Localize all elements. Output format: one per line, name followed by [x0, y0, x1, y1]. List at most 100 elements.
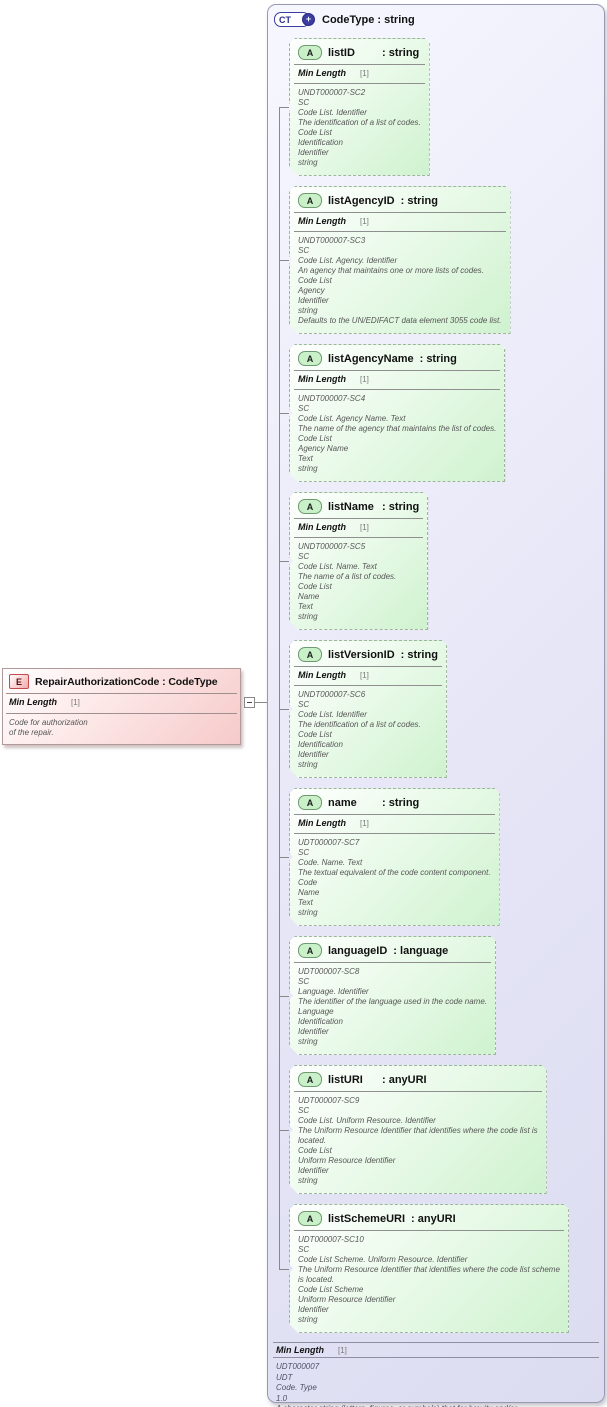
separator: [294, 1091, 542, 1092]
attribute-name: listSchemeURI: [328, 1212, 406, 1225]
attribute-type: : language: [393, 944, 449, 957]
facet-name: Min Length: [298, 68, 346, 78]
annotation-line: Code List. Agency. Identifier: [298, 256, 398, 265]
annotation-line: UDT000007-SC8: [298, 967, 360, 976]
annotation-line: Code List: [298, 434, 332, 443]
annotation-line: UDT000007-SC7: [298, 838, 360, 847]
annotation-line: UNDT000007-SC3: [298, 236, 366, 245]
annotation-line: string: [298, 306, 318, 315]
annotation-line: Text: [298, 454, 313, 463]
annotation-line: Identifier: [298, 296, 329, 305]
attribute-facet-row: Min Length[1]: [298, 371, 496, 386]
complextype-title: CodeType : string: [322, 13, 415, 26]
attribute-type: : string: [382, 46, 420, 59]
annotation-line: SC: [298, 848, 310, 857]
separator: [294, 833, 495, 834]
annotation-line: The textual equivalent of the code conte…: [298, 868, 491, 877]
attribute-facet-row: Min Length[1]: [298, 815, 491, 830]
annotation-line: Code List. Agency Name. Text: [298, 414, 406, 423]
annotation-line: SC: [298, 246, 310, 255]
attribute-icon: A: [298, 45, 322, 60]
element-box-repair-authorization-code[interactable]: E RepairAuthorizationCode : CodeType Min…: [2, 668, 241, 745]
separator: [294, 962, 491, 963]
attribute-name: listID: [328, 46, 355, 59]
separator: [294, 518, 423, 519]
complextype-facet-row: Min Length [1]: [273, 1342, 599, 1358]
facet-name: Min Length: [298, 374, 346, 384]
annotation-line: Agency: [298, 286, 325, 295]
annotation-line: Code List: [298, 276, 332, 285]
annotation-line: Identification: [298, 1017, 343, 1026]
documentation-line: Code for authorization: [9, 718, 88, 727]
separator: [294, 83, 425, 84]
facet-value: [1]: [360, 523, 369, 532]
attribute-icon: A: [298, 193, 322, 208]
annotation-line: Code List. Uniform Resource. Identifier: [298, 1116, 436, 1125]
documentation-line: Code. Type: [276, 1383, 317, 1392]
documentation-line: of the repair.: [9, 728, 54, 737]
element-facet-row: Min Length [1]: [9, 694, 234, 709]
annotation-line: The identification of a list of codes.: [298, 118, 421, 127]
element-icon: E: [9, 674, 29, 689]
facet-name: Min Length: [298, 522, 346, 532]
annotation-line: Code List: [298, 1146, 332, 1155]
annotation-line: The Uniform Resource Identifier that ide…: [298, 1126, 538, 1135]
separator: [6, 713, 237, 714]
facet-value: [1]: [71, 698, 80, 707]
attribute-type: : anyURI: [411, 1212, 456, 1225]
complextype-icon-label: CT: [279, 14, 291, 25]
attribute-icon: A: [298, 499, 322, 514]
collapse-toggle-icon[interactable]: [244, 697, 255, 708]
annotation-line: is located.: [298, 1275, 335, 1284]
separator: [294, 212, 506, 213]
complextype-icon: CT +: [274, 12, 315, 27]
connector-stub: [279, 1269, 289, 1270]
annotation-line: located.: [298, 1136, 327, 1145]
element-header: E RepairAuthorizationCode : CodeType: [9, 669, 234, 689]
annotation-line: SC: [298, 404, 310, 413]
attribute-icon: A: [298, 351, 322, 366]
facet-value: [1]: [338, 1346, 347, 1355]
attribute-name: listName: [328, 500, 374, 513]
attribute-facet-row: Min Length[1]: [298, 213, 502, 228]
annotation-line: UDT000007-SC9: [298, 1096, 360, 1105]
facet-name: Min Length: [298, 818, 346, 828]
complextype-header: CT + CodeType : string: [274, 12, 604, 27]
attribute-name: name: [328, 796, 357, 809]
annotation-line: Identifier: [298, 148, 329, 157]
separator: [294, 231, 506, 232]
annotation-line: string: [298, 612, 318, 621]
annotation-line: Identification: [298, 138, 343, 147]
facet-value: [1]: [360, 671, 369, 680]
attribute-icon: A: [298, 943, 322, 958]
attribute-name: languageID: [328, 944, 388, 957]
attribute-icon: A: [298, 795, 322, 810]
connector-stub: [279, 413, 289, 414]
separator: [294, 685, 442, 686]
annotation-line: The identification of a list of codes.: [298, 720, 421, 729]
annotation-line: Agency Name: [298, 444, 349, 453]
